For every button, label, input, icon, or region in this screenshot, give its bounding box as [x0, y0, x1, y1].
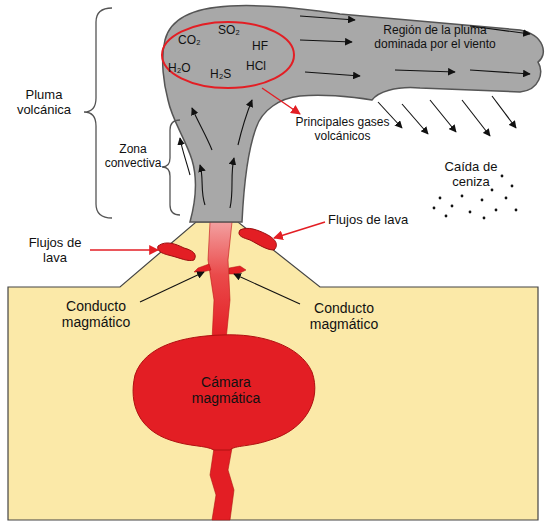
gas-formula: HCl — [246, 60, 280, 74]
wind-arrow — [470, 26, 530, 34]
convection-arrow — [192, 108, 212, 150]
ash-dot — [469, 211, 472, 214]
ash-dot — [481, 199, 484, 202]
convection-arrow — [230, 158, 234, 208]
ellipse-shape — [162, 22, 294, 88]
ash-arrow — [462, 100, 490, 136]
gas-ellipse: CO₂ SO₂HF H₂O H₂SHCl — [160, 20, 296, 90]
ash-arrow — [402, 104, 428, 134]
magma-sill — [194, 264, 211, 272]
braces — [84, 8, 180, 218]
lava-label: Flujos de lava — [22, 236, 88, 266]
volcanic-plume-outline — [155, 0, 548, 224]
ash-dot — [483, 217, 486, 220]
magma-chamber: Cámara magmática — [130, 330, 322, 455]
ground-and-cone — [8, 222, 538, 520]
ash-dot — [461, 195, 464, 198]
ash-arrow — [492, 96, 516, 128]
ash-dot — [445, 215, 448, 218]
chamber-label: Cámara magmática — [186, 374, 266, 406]
ash-dot — [495, 209, 498, 212]
curly-brace — [84, 8, 112, 218]
zone-label: Zona convectiva — [102, 143, 164, 171]
ash-dot — [433, 207, 436, 210]
magma-dike — [210, 448, 234, 520]
ash-dot — [491, 189, 494, 192]
convection-arrow — [200, 165, 205, 205]
leader-arrow — [140, 272, 204, 302]
wind-arrow — [305, 72, 360, 76]
ash-dot — [439, 197, 442, 200]
curly-brace — [162, 120, 180, 215]
ash-arrow — [430, 100, 456, 132]
flow-arrows — [140, 16, 530, 304]
gas-callout: Principales gases volcánicos — [285, 116, 400, 144]
gas-formula: CO₂ — [178, 34, 212, 48]
convection-arrow — [180, 138, 190, 175]
plume-label: Pluma volcánica — [6, 88, 82, 118]
gas-formula: H₂S — [210, 68, 244, 82]
conduit-label: Conducto magmático — [296, 300, 392, 332]
ash-dot — [501, 175, 504, 178]
wind-arrow — [300, 40, 352, 42]
plume-shape — [163, 6, 544, 222]
lava-flow — [239, 228, 277, 250]
leader-arrow — [274, 222, 325, 238]
magma-sill — [229, 266, 246, 274]
gas-formula: SO₂ — [218, 24, 252, 38]
volcanic-plume: Región de la pluma dominada por el vient… — [155, 0, 548, 224]
gas-formula: H₂O — [168, 62, 202, 76]
convection-arrow — [238, 100, 252, 145]
wind-arrow — [300, 16, 355, 20]
ash-dot — [451, 205, 454, 208]
lava-label: Flujos de lava — [328, 213, 438, 228]
ash-label: Caída de ceniza — [440, 160, 502, 190]
ash-dot — [511, 185, 514, 188]
ash-dot — [505, 197, 508, 200]
conduit-label: Conducto magmático — [48, 298, 144, 330]
wind-arrow — [470, 70, 530, 74]
chamber-shape — [133, 335, 315, 450]
magma-conduit — [208, 222, 232, 340]
gas-formula: HF — [252, 40, 282, 54]
plume-region-label: Región de la pluma dominada por el vient… — [360, 24, 510, 52]
leader-arrow — [262, 88, 300, 114]
leader-arrow — [234, 274, 300, 304]
lava-flow — [158, 243, 196, 261]
wind-arrow — [395, 70, 455, 72]
red-leaders — [90, 88, 325, 250]
ash-dot — [515, 209, 518, 212]
leader-arrow — [90, 249, 158, 250]
